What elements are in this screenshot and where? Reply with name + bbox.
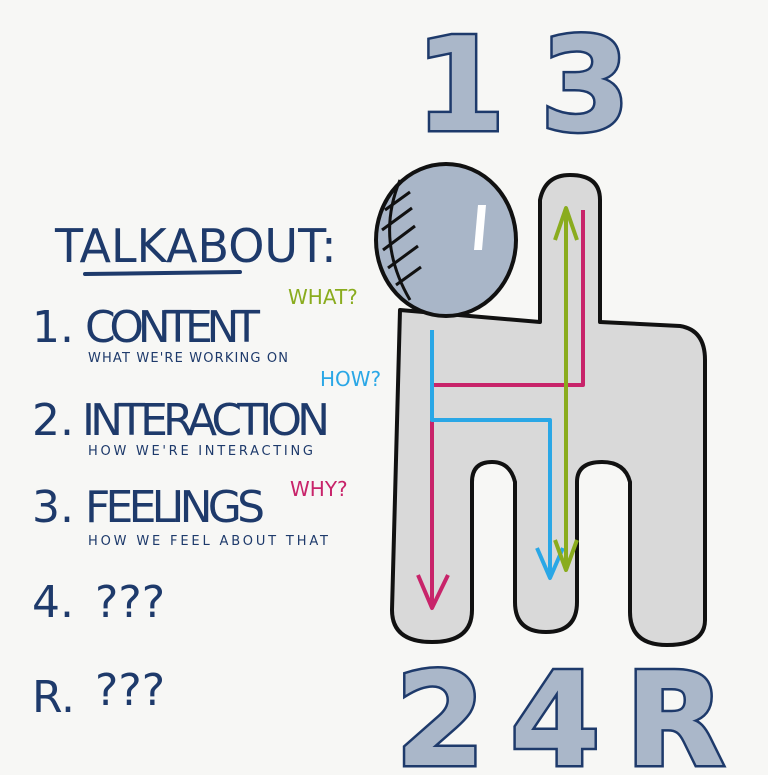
item-number: 1. bbox=[32, 302, 74, 353]
item-label: FEELINGS bbox=[85, 482, 265, 533]
list-item-r: R. ??? bbox=[32, 665, 165, 723]
item-number: 4. bbox=[32, 577, 74, 628]
item-number: 3. bbox=[32, 482, 74, 533]
title-underline bbox=[83, 270, 242, 276]
how-path-arrow bbox=[430, 330, 565, 580]
list-title: TALKABOUT: bbox=[54, 219, 337, 273]
why-path-arrow bbox=[416, 210, 585, 610]
gear-label-4: 4 bbox=[510, 644, 600, 775]
gear-label-2: 2 bbox=[395, 644, 485, 775]
gear-label-3: 3 bbox=[540, 9, 630, 161]
gear-label-1: 1 bbox=[415, 9, 505, 161]
what-path-arrow bbox=[553, 206, 579, 572]
item-label: ??? bbox=[95, 577, 165, 628]
item-sub: HOW WE'RE INTERACTING bbox=[88, 444, 313, 459]
shift-gate-body bbox=[390, 173, 707, 647]
list-item-2: 2. INTERACTION HOW WE'RE INTERACTING bbox=[32, 395, 330, 459]
list-item-1: 1. CONTENT WHAT WE'RE WORKING ON bbox=[32, 302, 288, 366]
annotation-what: WHAT? bbox=[288, 285, 358, 309]
item-number: 2. bbox=[32, 395, 74, 446]
annotation-how: HOW? bbox=[320, 367, 381, 391]
list-item-3: 3. FEELINGS HOW WE FEEL ABOUT THAT bbox=[32, 482, 328, 549]
item-number: R. bbox=[32, 672, 75, 723]
shift-knob-icon bbox=[374, 162, 518, 318]
item-label: CONTENT bbox=[85, 302, 260, 353]
item-label: INTERACTION bbox=[82, 395, 330, 446]
item-sub: HOW WE FEEL ABOUT THAT bbox=[88, 534, 328, 549]
gear-label-r: R bbox=[625, 644, 725, 775]
annotation-why: WHY? bbox=[290, 477, 348, 501]
item-label: ??? bbox=[95, 665, 165, 716]
item-sub: WHAT WE'RE WORKING ON bbox=[88, 351, 288, 366]
list-item-4: 4. ??? bbox=[32, 577, 165, 628]
